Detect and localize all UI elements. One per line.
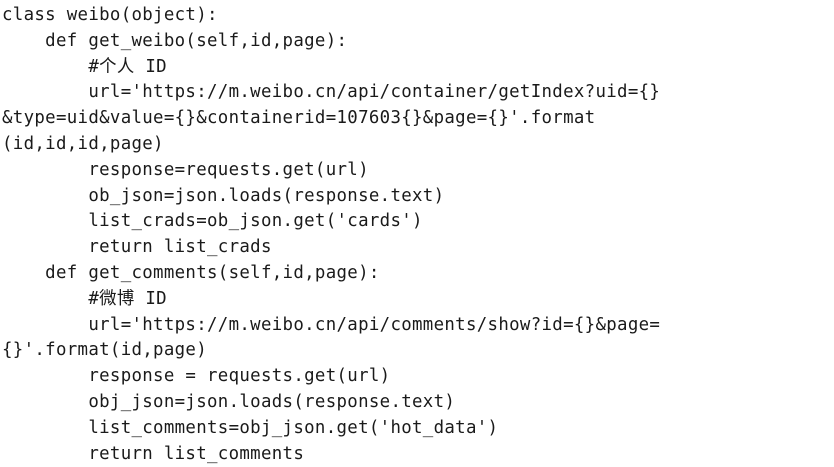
code-line: def get_comments(self,id,page):	[2, 262, 380, 283]
code-line: return list_comments	[2, 443, 305, 464]
code-line: def get_weibo(self,id,page):	[2, 30, 348, 51]
code-line: response = requests.get(url)	[2, 366, 391, 387]
code-block: class weibo(object): def get_weibo(self,…	[2, 5, 661, 464]
code-line: &type=uid&value={}&containerid=107603{}&…	[2, 108, 596, 129]
code-line: return list_crads	[2, 237, 272, 258]
code-line: list_comments=obj_json.get('hot_data')	[2, 417, 499, 438]
code-line: #个人 ID	[2, 56, 167, 77]
code-line: (id,id,id,page)	[2, 133, 164, 154]
code-line: ob_json=json.loads(response.text)	[2, 185, 445, 206]
code-line: url='https://m.weibo.cn/api/comments/sho…	[2, 314, 661, 335]
code-line: url='https://m.weibo.cn/api/container/ge…	[2, 82, 661, 103]
code-line: obj_json=json.loads(response.text)	[2, 391, 456, 412]
code-line: list_crads=ob_json.get('cards')	[2, 211, 423, 232]
code-line: #微博 ID	[2, 288, 167, 309]
code-line: {}'.format(id,page)	[2, 340, 208, 361]
code-line: response=requests.get(url)	[2, 159, 369, 180]
code-line: class weibo(object):	[2, 5, 218, 25]
